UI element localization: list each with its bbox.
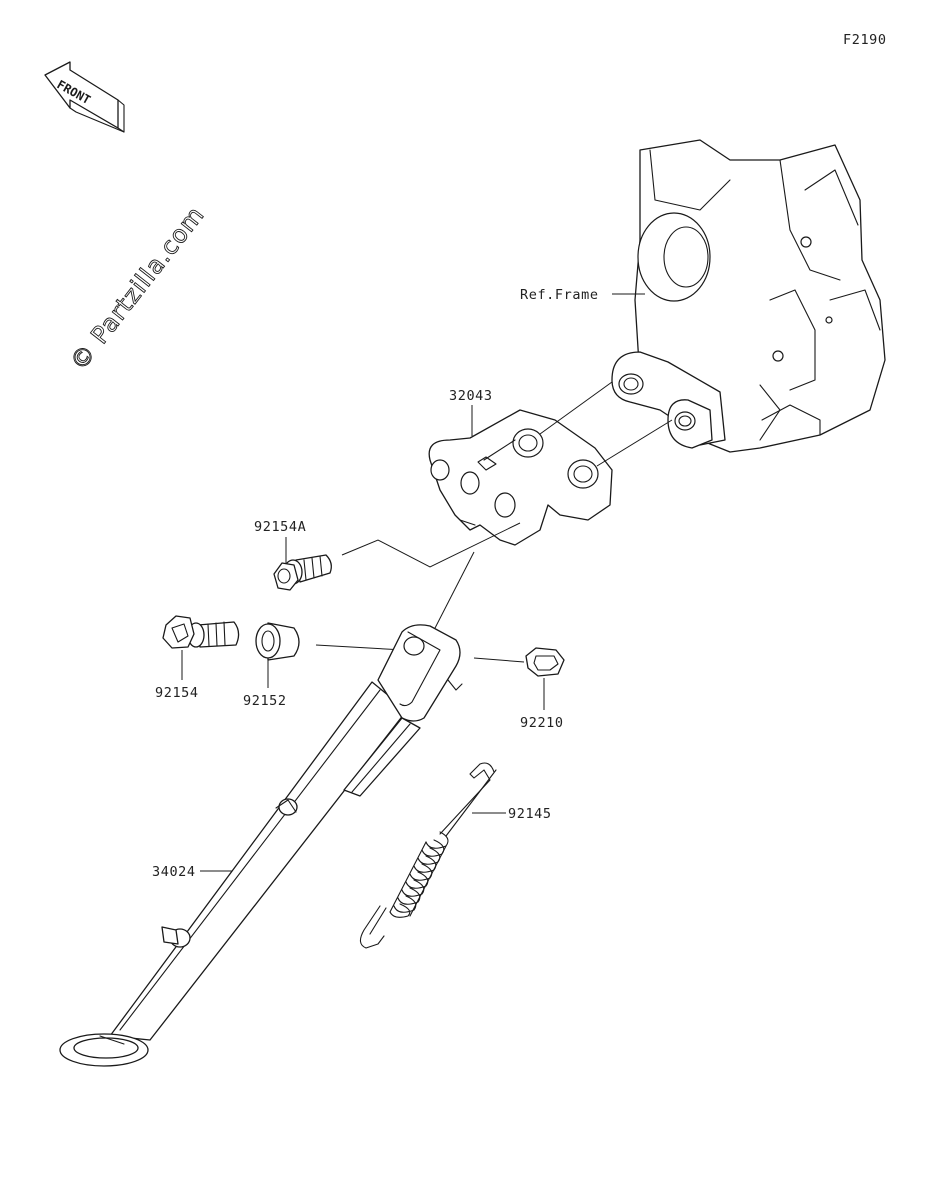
callout-92210: 92210 <box>520 715 564 731</box>
spring-coils <box>389 831 449 918</box>
front-arrow-icon: FRONT <box>44 61 125 133</box>
frame-ref <box>611 139 886 453</box>
callout-32043: 32043 <box>449 388 493 404</box>
callout-34024: 34024 <box>152 864 196 880</box>
watermark: © Partzilla.com <box>65 201 210 376</box>
bracket-32043 <box>428 409 613 546</box>
callout-92154A: 92154A <box>254 519 306 535</box>
nut-92210 <box>525 647 565 677</box>
callout-92154: 92154 <box>155 685 199 701</box>
callout-ref-frame: Ref.Frame <box>520 287 599 303</box>
callout-92152: 92152 <box>243 693 287 709</box>
collar-92152 <box>255 622 300 661</box>
side-stand-34024 <box>59 624 463 1067</box>
bolt-92154 <box>162 615 240 649</box>
spring-92145 <box>359 762 497 949</box>
figure-code: F2190 <box>843 32 887 48</box>
bolt-92154A <box>273 554 332 591</box>
callout-92145: 92145 <box>508 806 552 822</box>
